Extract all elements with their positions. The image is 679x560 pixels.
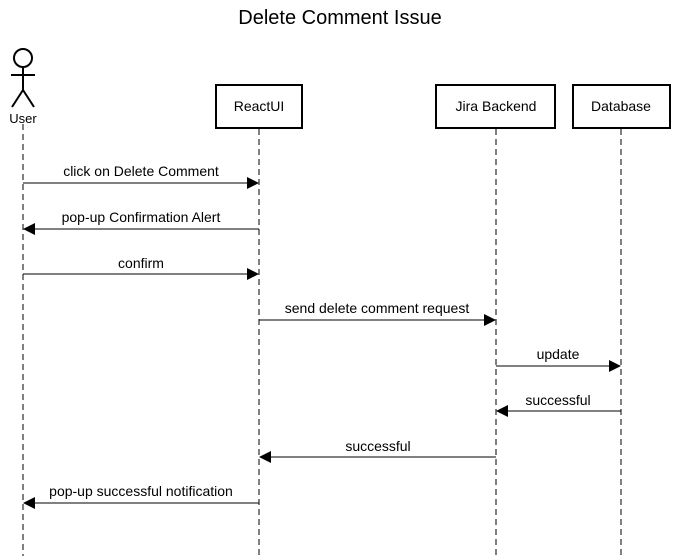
message-label: update (537, 346, 580, 362)
message-label: send delete comment request (285, 300, 470, 316)
message-label: confirm (118, 255, 164, 271)
participant-label-user: User (9, 111, 37, 126)
message-label: click on Delete Comment (63, 163, 219, 179)
diagram-title: Delete Comment Issue (238, 7, 441, 29)
participant-box-database (572, 84, 671, 129)
participant-label-reactui: ReactUI (234, 98, 285, 114)
message-label: pop-up Confirmation Alert (62, 209, 221, 225)
message-label: successful (345, 438, 410, 454)
message-label: pop-up successful notification (49, 483, 233, 499)
participant-label-database: Database (591, 98, 651, 114)
user-actor-icon (11, 48, 35, 108)
participant-box-reactui (215, 84, 303, 129)
message-label: successful (525, 392, 590, 408)
participant-box-backend (435, 84, 556, 129)
participant-label-backend: Jira Backend (456, 98, 537, 114)
